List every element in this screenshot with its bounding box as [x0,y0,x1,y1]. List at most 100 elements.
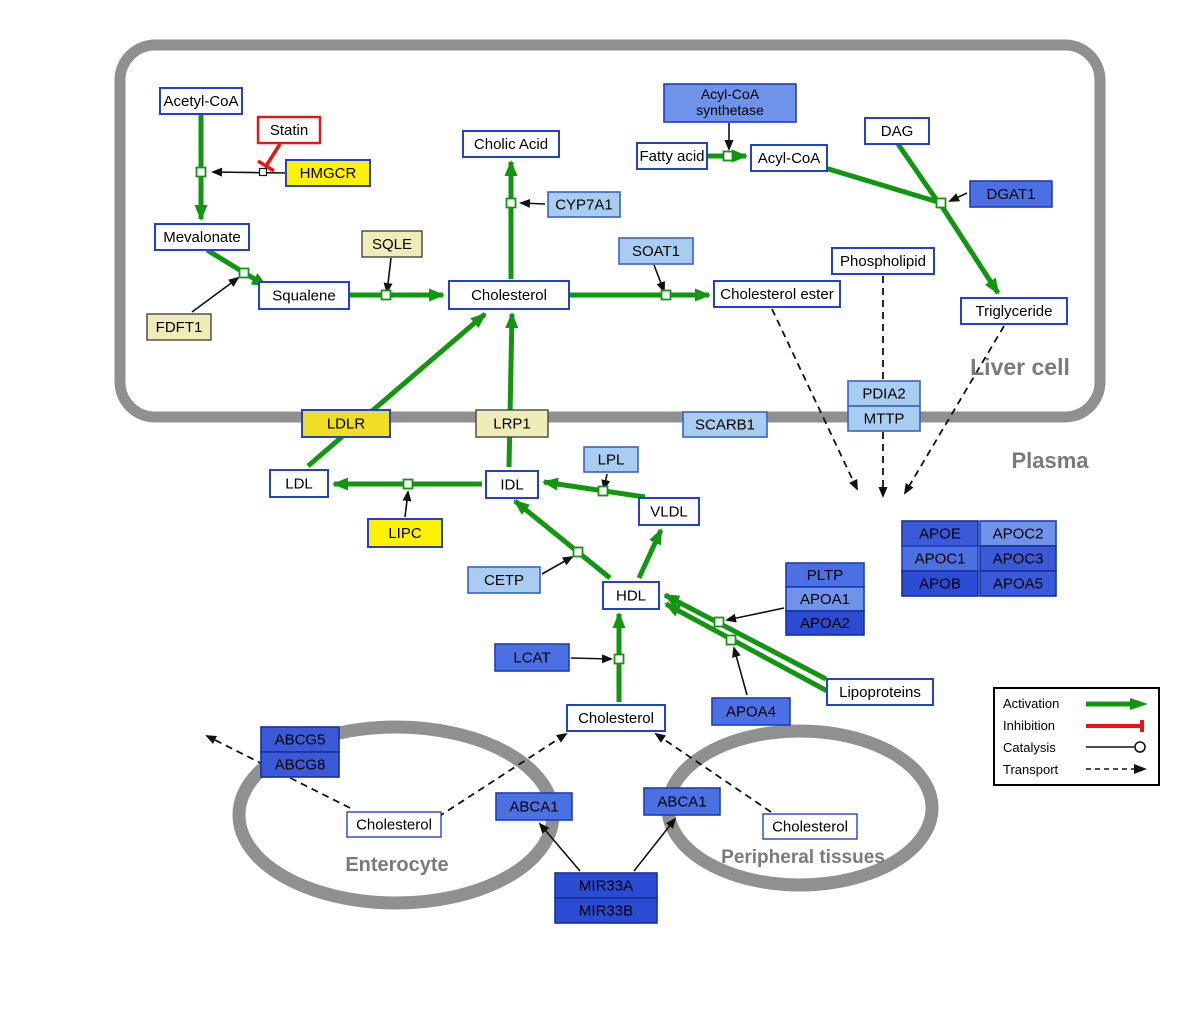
catalysis-edge [725,607,785,623]
node-apoc1[interactable]: APOC1 [901,545,979,572]
node-label: Cholic Acid [474,136,548,153]
transport-arrow-icon [1086,764,1147,775]
node-pdia2[interactable]: PDIA2 [847,380,921,407]
node-hmgcr[interactable]: HMGCR [285,159,371,187]
activation-edge [205,247,268,289]
node-abcg5[interactable]: ABCG5 [260,726,340,753]
node-abca1-enterocyte[interactable]: ABCA1 [495,792,573,821]
node-squalene[interactable]: Squalene [258,281,350,310]
node-label: CYP7A1 [555,197,613,214]
node-pltp[interactable]: PLTP [785,562,865,588]
node-label: ABCA1 [657,794,706,811]
activation-edge [542,477,646,500]
node-mttp[interactable]: MTTP [847,405,921,432]
inhibition-bar [257,159,275,173]
node-label: DGAT1 [987,186,1036,203]
node-phospholipid[interactable]: Phospholipid [831,247,935,275]
node-lrp1[interactable]: LRP1 [475,409,549,438]
node-apoc2[interactable]: APOC2 [979,520,1057,547]
node-dag[interactable]: DAG [864,117,930,145]
node-label: Cholesterol [356,817,432,834]
reaction-junction [935,197,947,209]
node-statin[interactable]: Statin [256,115,322,145]
node-lpl[interactable]: LPL [583,446,639,473]
node-label: ABCG5 [275,732,326,749]
reaction-junction [660,289,672,301]
node-lipc[interactable]: LIPC [367,518,443,548]
node-acetyl-coa[interactable]: Acetyl-CoA [159,87,243,115]
node-sqle[interactable]: SQLE [361,230,423,258]
node-ldl[interactable]: LDL [269,469,329,498]
node-mir33a[interactable]: MIR33A [554,872,658,899]
node-label: Triglyceride [976,303,1053,320]
legend-row-transport: Transport [1003,759,1150,779]
node-idl[interactable]: IDL [485,470,539,499]
node-apoc3[interactable]: APOC3 [979,545,1057,572]
reaction-junction [572,546,584,558]
node-cyp7a1[interactable]: CYP7A1 [547,191,621,218]
node-apoa1[interactable]: APOA1 [785,586,865,612]
reaction-junction [613,653,625,665]
node-label: LDLR [327,416,366,433]
reaction-junction [597,485,609,497]
reaction-junction [725,634,737,646]
node-label: Cholesterol [471,287,547,304]
node-label: Fatty acid [639,148,704,165]
activation-edge [306,312,487,468]
node-label: SQLE [372,236,412,253]
activation-edge [938,203,1001,295]
activation-edge [664,601,833,696]
activation-edge [895,142,941,204]
catalysis-edge [402,490,412,518]
node-cholesterol-liver[interactable]: Cholesterol [448,280,570,310]
activation-edge [513,499,612,580]
node-apoa5[interactable]: APOA5 [979,570,1057,597]
node-mir33b[interactable]: MIR33B [554,897,658,924]
node-label: MTTP [864,411,905,428]
node-cetp[interactable]: CETP [467,566,541,594]
node-apoe[interactable]: APOE [901,520,979,547]
node-ldlr[interactable]: LDLR [301,409,391,438]
node-hdl[interactable]: HDL [602,581,660,610]
node-label: IDL [500,477,523,494]
legend-activation-label: Activation [1003,696,1060,712]
legend-row-catalysis: Catalysis [1003,737,1150,757]
node-cholic-acid[interactable]: Cholic Acid [462,130,560,158]
node-vldl[interactable]: VLDL [638,497,700,526]
node-mevalonate[interactable]: Mevalonate [154,223,250,251]
legend-inhibition-label: Inhibition [1003,718,1056,734]
node-cholesterol-plasma[interactable]: Cholesterol [566,704,666,732]
node-label: CETP [484,572,524,589]
catalysis-edge [211,167,287,177]
node-soat1[interactable]: SOAT1 [618,237,694,265]
node-cholesterol-peripheral[interactable]: Cholesterol [762,813,858,840]
reaction-junction [505,197,517,209]
catalysis-edge [541,556,574,575]
node-label: APOA2 [800,615,850,632]
node-triglyceride[interactable]: Triglyceride [960,297,1068,325]
node-abcg8[interactable]: ABCG8 [260,751,340,778]
node-acyl-coa[interactable]: Acyl-CoA [750,144,828,172]
catalysis-edge [191,276,240,313]
node-fatty-acid[interactable]: Fatty acid [636,142,708,170]
node-label: Acetyl-CoA [163,93,238,110]
node-label: ABCA1 [509,799,558,816]
node-apoa2[interactable]: APOA2 [785,610,865,636]
node-lipoproteins[interactable]: Lipoproteins [826,678,934,706]
legend: Activation Inhibition Catalysis Transpor… [993,687,1160,786]
node-apoa4[interactable]: APOA4 [711,697,791,726]
node-label: FDFT1 [156,319,203,336]
node-apob[interactable]: APOB [901,570,979,597]
node-label: APOC1 [915,551,966,568]
node-cholesterol-enterocyte[interactable]: Cholesterol [346,811,442,838]
node-abca1-peripheral[interactable]: ABCA1 [643,787,721,816]
node-scarb1[interactable]: SCARB1 [682,411,768,438]
node-lcat[interactable]: LCAT [494,643,570,672]
node-label: PDIA2 [862,386,905,403]
node-cholesterol-ester[interactable]: Cholesterol ester [713,280,841,308]
node-fdft1[interactable]: FDFT1 [146,313,212,341]
inhibition-bar-icon [1086,719,1144,732]
node-dgat1[interactable]: DGAT1 [969,180,1053,208]
